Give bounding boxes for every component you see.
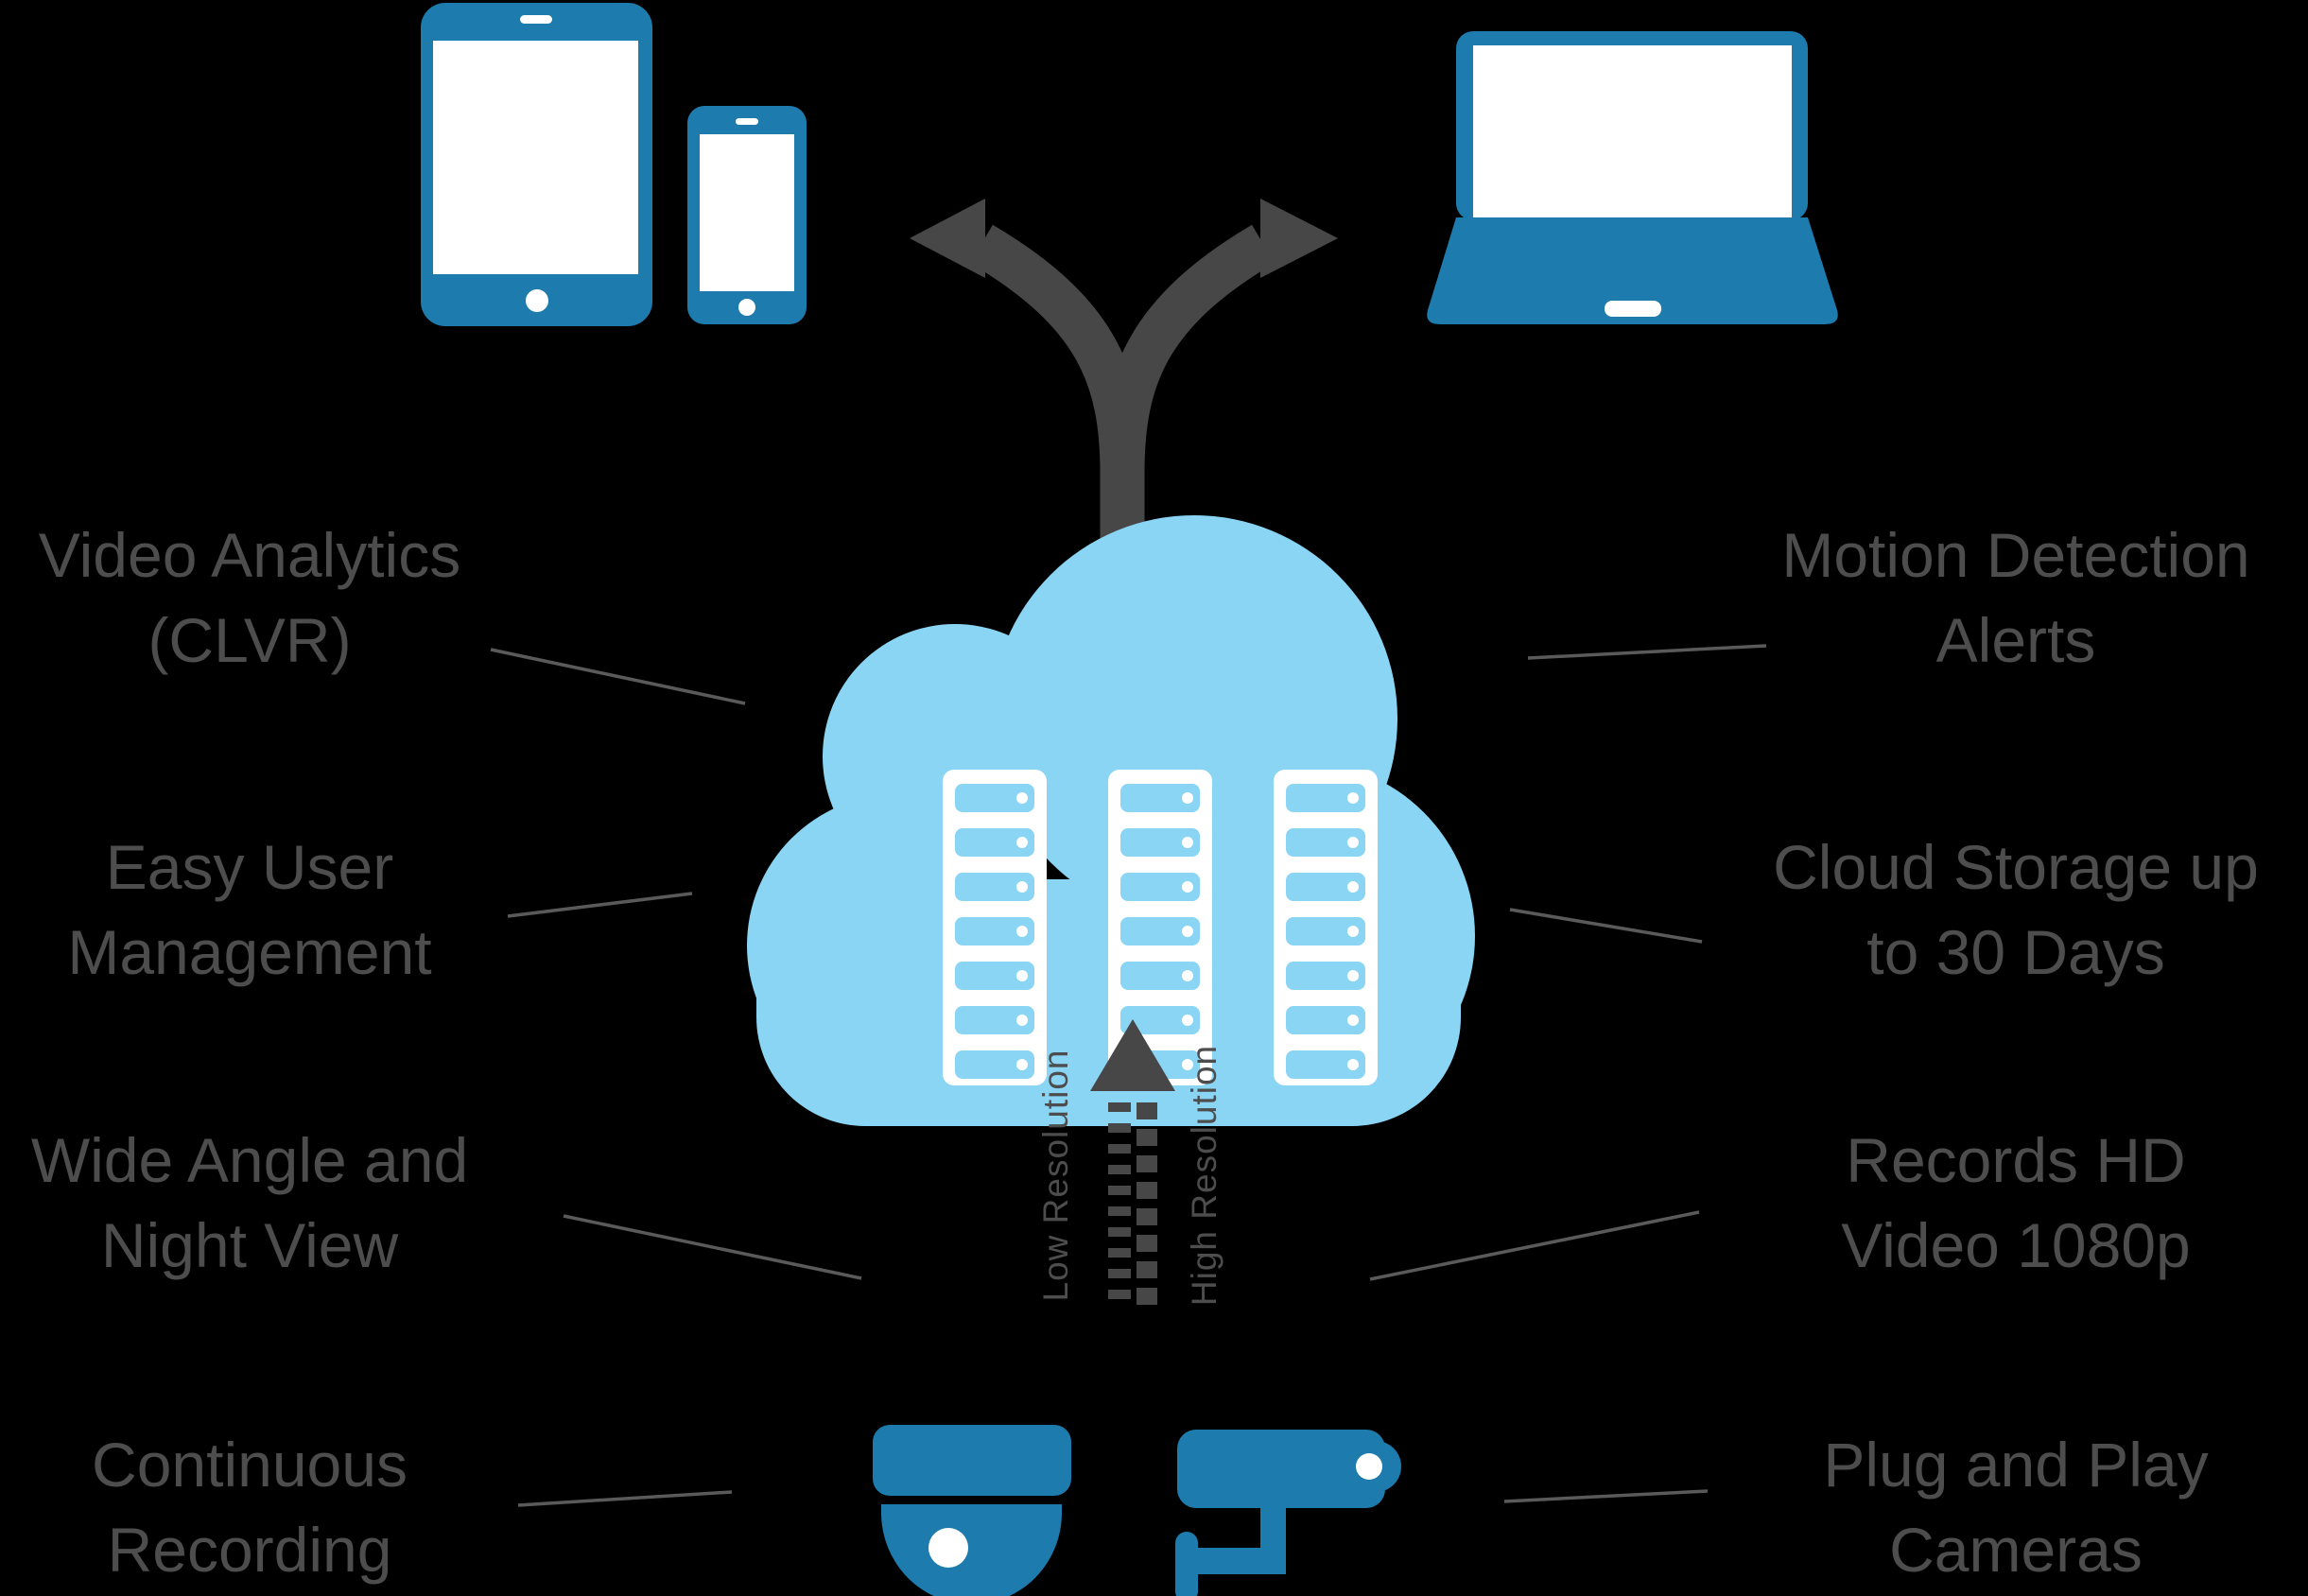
low-resolution-label: Low Resolution bbox=[1036, 1049, 1075, 1302]
connector-line bbox=[563, 1214, 862, 1280]
connector-line bbox=[1509, 908, 1703, 944]
feature-label-wide-angle-night-view: Wide Angle and Night View bbox=[0, 1118, 514, 1288]
feature-line: Cloud Storage up bbox=[1773, 832, 2259, 902]
laptop-icon bbox=[1427, 31, 1838, 324]
upload-arrow-icon bbox=[1090, 1019, 1175, 1305]
connector-line bbox=[1369, 1210, 1700, 1281]
feature-line: Alerts bbox=[1935, 605, 2096, 675]
cloud-servers-icon bbox=[747, 515, 1475, 1126]
feature-line: Video 1080p bbox=[1841, 1210, 2191, 1280]
server-rack bbox=[943, 770, 1047, 1085]
feature-line: Continuous bbox=[92, 1430, 408, 1500]
feature-line: Video Analytics bbox=[38, 520, 461, 590]
connector-line bbox=[1527, 644, 1767, 660]
connector-line bbox=[507, 892, 693, 918]
connector-lines bbox=[490, 644, 1767, 1507]
feature-line: Records HD bbox=[1846, 1125, 2186, 1195]
feature-label-video-analytics: Video Analytics (CLVR) bbox=[0, 512, 514, 683]
feature-label-cloud-storage: Cloud Storage up to 30 Days bbox=[1723, 824, 2308, 995]
feature-line: to 30 Days bbox=[1866, 917, 2165, 987]
feature-line: Night View bbox=[100, 1210, 399, 1280]
smartphone-icon bbox=[687, 106, 807, 324]
feature-line: Plug and Play bbox=[1823, 1430, 2209, 1500]
connector-line bbox=[490, 648, 746, 705]
feature-line: Recording bbox=[107, 1515, 392, 1585]
feature-line: Wide Angle and bbox=[30, 1125, 469, 1195]
feature-label-continuous-recording: Continuous Recording bbox=[0, 1422, 514, 1592]
feature-label-motion-detection-alerts: Motion Detection Alerts bbox=[1723, 512, 2308, 683]
dome-camera-icon bbox=[873, 1425, 1071, 1596]
connector-line bbox=[517, 1490, 733, 1507]
feature-label-plug-and-play: Plug and Play Cameras bbox=[1723, 1422, 2308, 1592]
connector-line bbox=[1503, 1489, 1709, 1503]
feature-line: Cameras bbox=[1889, 1515, 2143, 1585]
split-arrow-icon bbox=[910, 199, 1338, 584]
feature-line: Management bbox=[67, 917, 432, 987]
feature-label-easy-user-management: Easy User Management bbox=[0, 824, 514, 995]
feature-line: Motion Detection bbox=[1781, 520, 2250, 590]
server-rack bbox=[1274, 770, 1378, 1085]
feature-line: Easy User bbox=[105, 832, 394, 902]
feature-label-records-hd-video: Records HD Video 1080p bbox=[1723, 1118, 2308, 1288]
high-resolution-label: High Resolution bbox=[1185, 1044, 1223, 1307]
high-res-dashes bbox=[1137, 1102, 1157, 1305]
bullet-camera-icon bbox=[1175, 1430, 1401, 1596]
low-res-dashes bbox=[1108, 1102, 1131, 1299]
feature-line: (CLVR) bbox=[148, 605, 352, 675]
tablet-icon bbox=[421, 3, 652, 326]
